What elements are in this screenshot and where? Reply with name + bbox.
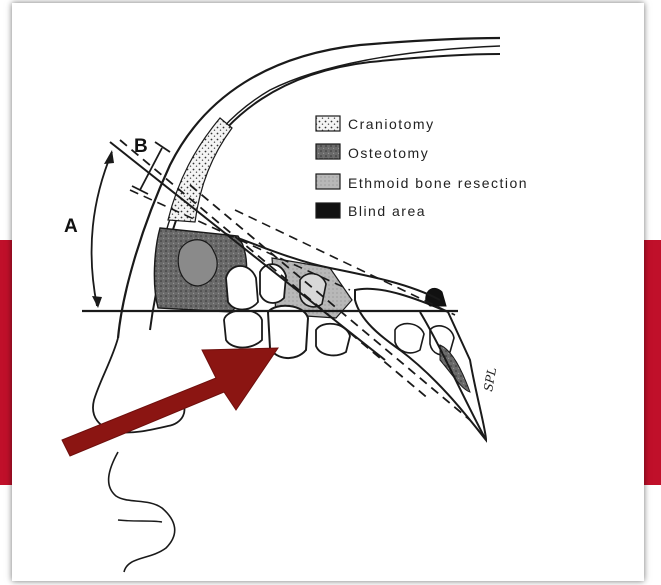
ethmoid-cell-1 [226,266,258,310]
dimension-a-label: A [64,216,78,237]
legend-swatch-blind-area [316,203,340,218]
lower-cell-1 [224,310,262,347]
lip-line [118,520,162,522]
lip-profile [109,452,175,572]
craniotomy-region [168,118,232,222]
frontal-sinus-cell [178,240,217,286]
dimension-b-label: B [134,136,148,157]
legend: Craniotomy Osteotomy Ethmoid bone resect… [316,116,528,219]
legend-swatch-ethmoid [316,174,340,189]
dimension-a-arrowhead-top [104,150,114,164]
dimension-b-tick-top [155,142,170,152]
legend-swatch-craniotomy [316,116,340,131]
legend-label-osteotomy: Osteotomy [348,145,429,161]
artist-signature: SPL [481,366,499,392]
legend-label-ethmoid: Ethmoid bone resection [348,175,528,191]
legend-label-blind-area: Blind area [348,203,426,219]
dimension-a-arrowhead-bottom [92,296,102,308]
legend-label-craniotomy: Craniotomy [348,116,435,132]
legend-swatch-osteotomy [316,144,340,159]
dimension-a-arc [92,152,112,306]
